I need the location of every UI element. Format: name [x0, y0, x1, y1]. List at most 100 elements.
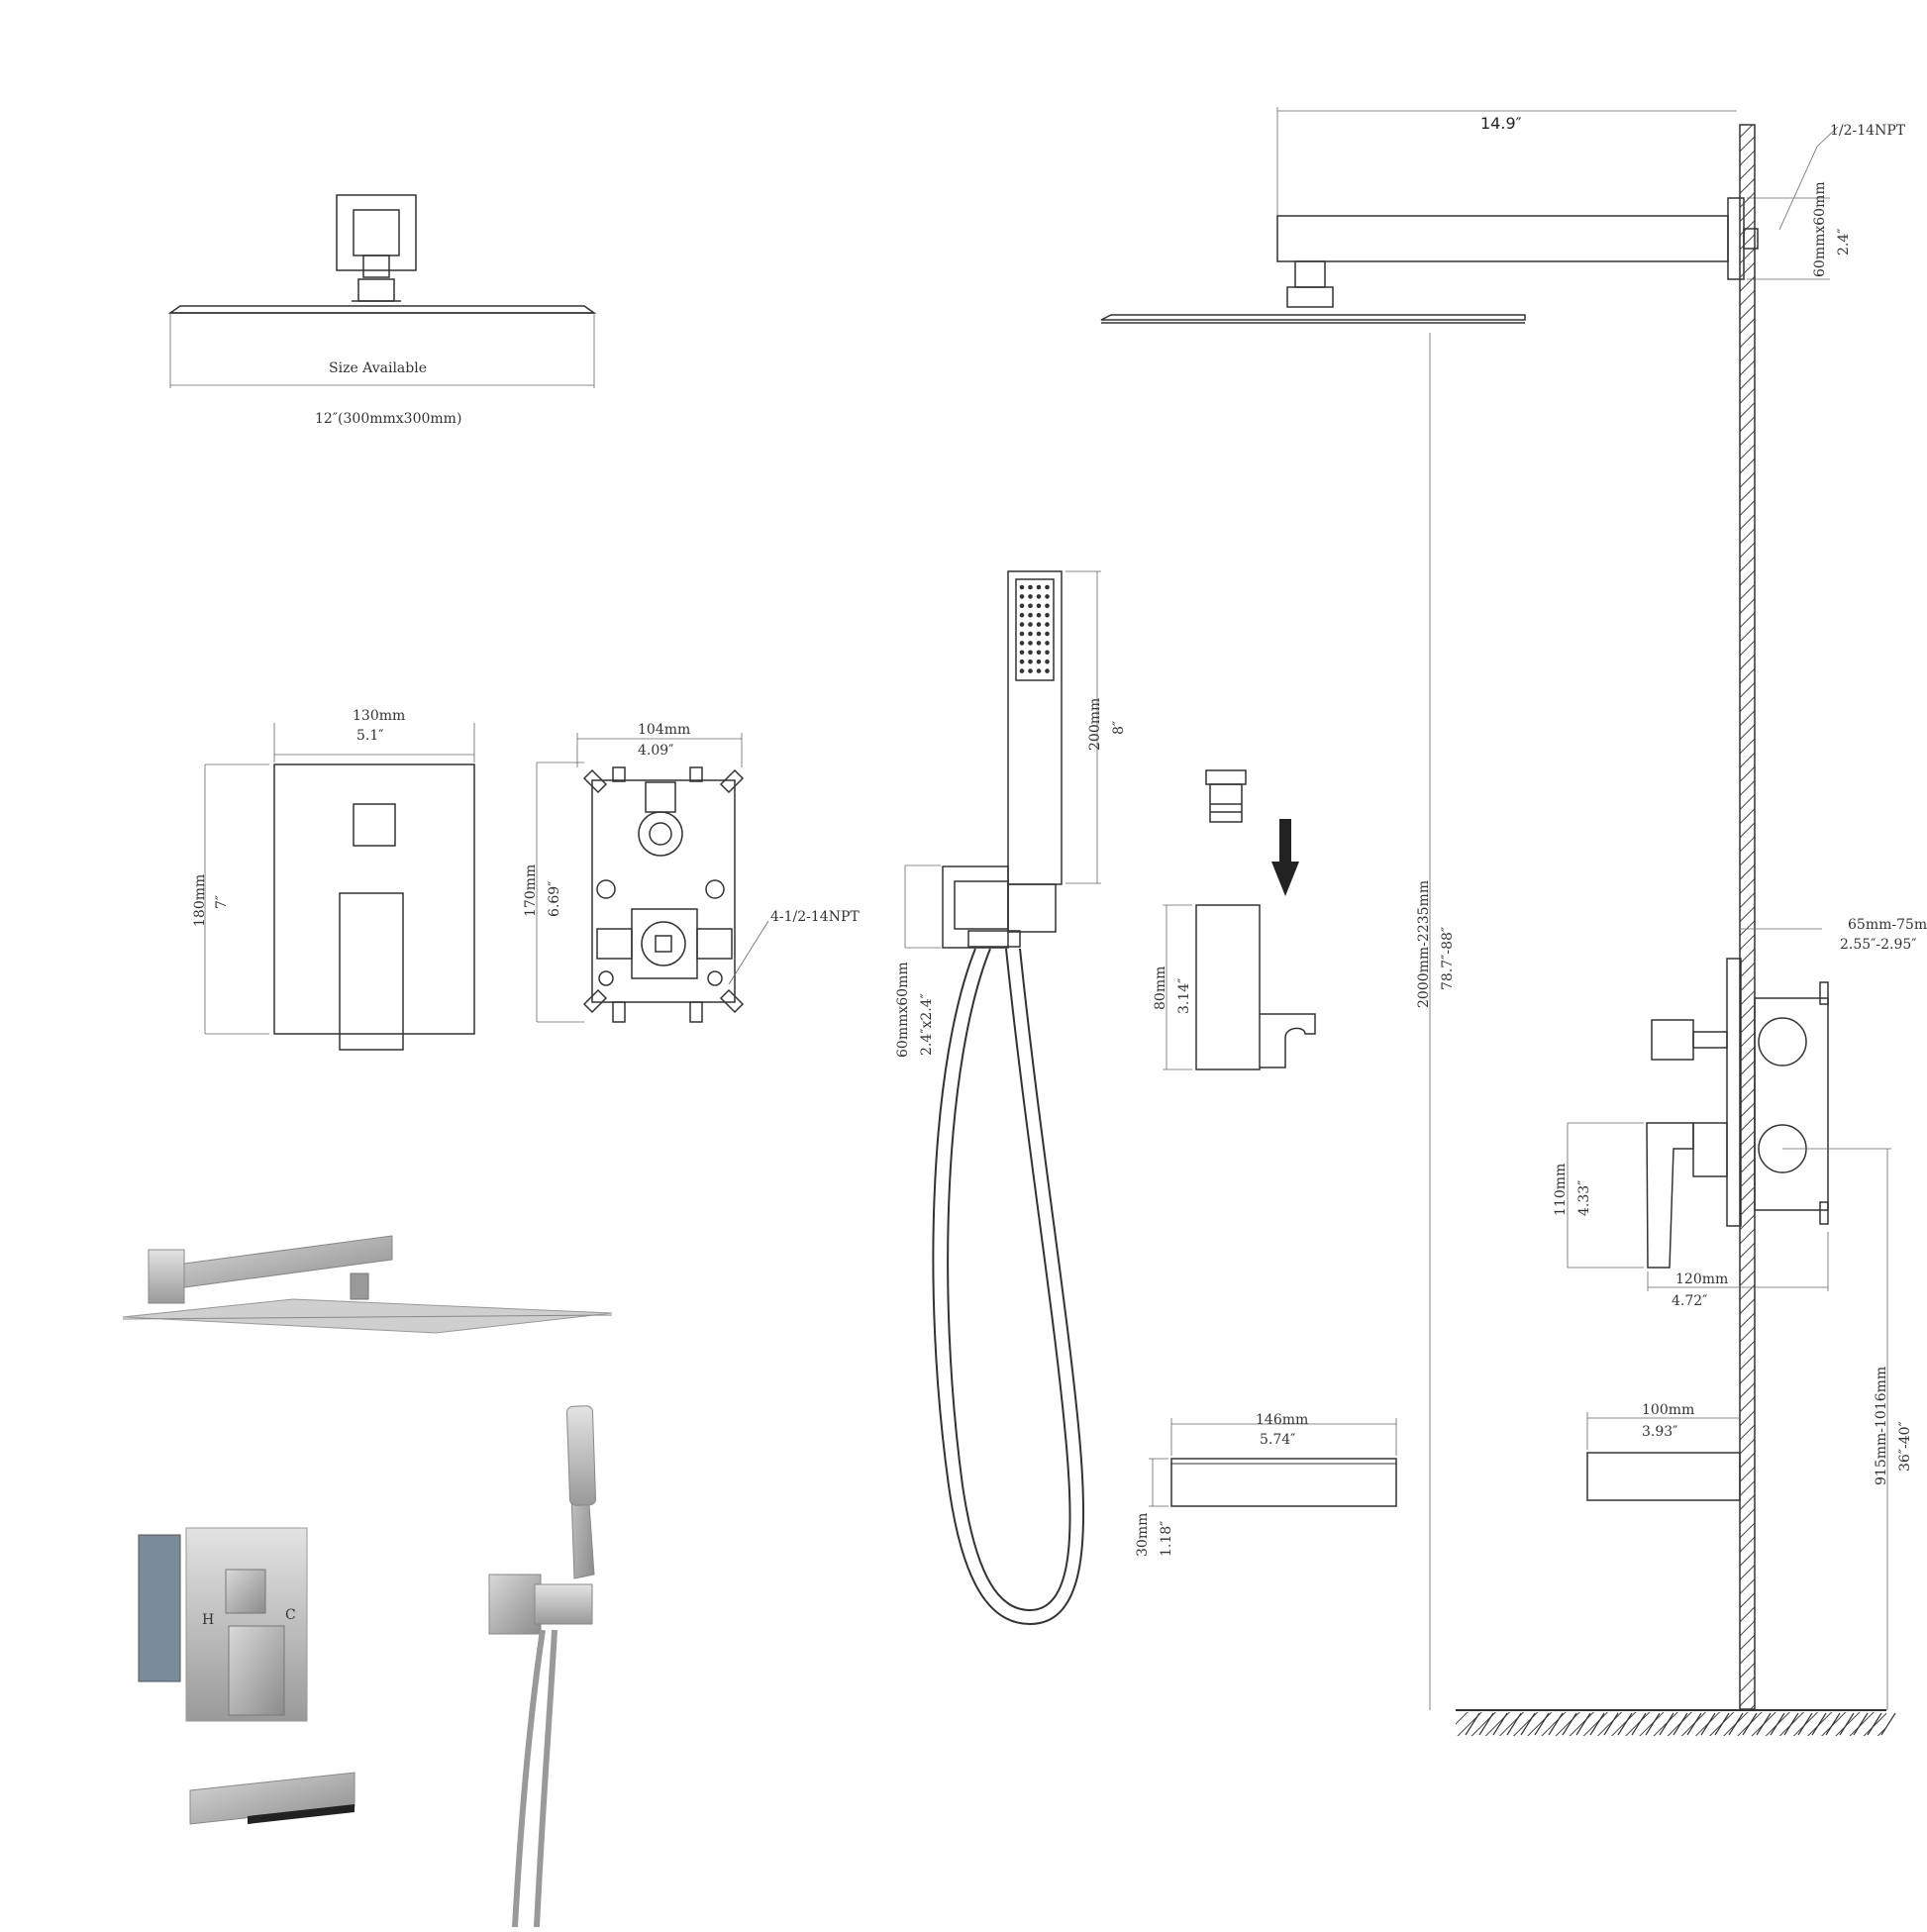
- trim-plate-drawing: [204, 723, 475, 1051]
- spray-dot: [1028, 612, 1033, 618]
- spout-width-in: 5.74″: [1260, 1432, 1295, 1448]
- spout-depth-in: 3.93″: [1642, 1424, 1677, 1440]
- floor-hatch-tick: [1783, 1712, 1799, 1736]
- handheld-shower-render: [488, 1405, 597, 1928]
- valve-side-view: [1567, 928, 1891, 1710]
- spray-dot: [1019, 584, 1025, 590]
- spray-dot: [1045, 584, 1050, 590]
- valve-thread-label: 4-1/2-14NPT: [770, 909, 860, 925]
- floor-hatch-tick: [1575, 1712, 1591, 1736]
- trim-height-in: 7″: [214, 895, 230, 909]
- spout-height-range-mm: 915mm-1016mm: [1874, 1367, 1889, 1485]
- floor-hatch: [1465, 1712, 1896, 1736]
- wall-depth-in: 2.55″-2.95″: [1840, 937, 1917, 953]
- spray-dot: [1036, 584, 1042, 590]
- spray-dot: [1019, 594, 1025, 599]
- shower-arm-side-view: [1100, 107, 1839, 1710]
- spray-dot: [1036, 668, 1042, 673]
- tub-spout-render: [189, 1772, 355, 1825]
- floor-hatch-tick: [1520, 1712, 1536, 1736]
- floor-hatch-tick: [1534, 1712, 1550, 1736]
- arm-length-label: 14.9″: [1480, 114, 1522, 133]
- spray-dot: [1028, 631, 1033, 637]
- floor-hatch-tick: [1562, 1712, 1577, 1736]
- spray-dot: [1045, 641, 1050, 646]
- floor-hatch-tick: [1478, 1712, 1494, 1736]
- handle-depth-mm: 120mm: [1675, 1271, 1728, 1287]
- spray-dot: [1028, 622, 1033, 627]
- valve-width-mm: 104mm: [638, 722, 690, 738]
- trim-width-mm: 130mm: [353, 708, 405, 724]
- cold-marker: C: [285, 1607, 296, 1623]
- spray-dot: [1036, 650, 1042, 656]
- floor-hatch-tick: [1714, 1712, 1730, 1736]
- bracket-height-in: 3.14″: [1176, 978, 1192, 1014]
- shower-head-front-view: [167, 194, 597, 388]
- floor-hatch-tick: [1811, 1712, 1827, 1736]
- spray-dot: [1019, 612, 1025, 618]
- spray-dot: [1036, 603, 1042, 609]
- handheld-spray-dots: [1019, 584, 1050, 673]
- floor-hatch-tick: [1589, 1712, 1605, 1736]
- spout-height-range-in: 36″-40″: [1897, 1421, 1913, 1472]
- size-available-label: Size Available: [329, 360, 427, 376]
- floor-hatch-tick: [1673, 1712, 1688, 1736]
- spray-dot: [1045, 659, 1050, 664]
- spout-depth-mm: 100mm: [1642, 1402, 1694, 1418]
- handle-depth-in: 4.72″: [1672, 1293, 1707, 1309]
- floor-hatch-tick: [1506, 1712, 1522, 1736]
- handle-height-mm: 110mm: [1553, 1164, 1569, 1216]
- floor-hatch-tick: [1645, 1712, 1661, 1736]
- spray-dot: [1045, 612, 1050, 618]
- spray-dot: [1028, 584, 1033, 590]
- spray-dot: [1036, 631, 1042, 637]
- spray-dot: [1019, 622, 1025, 627]
- floor-hatch-tick: [1728, 1712, 1744, 1736]
- spray-dot: [1045, 631, 1050, 637]
- spout-width-mm: 146mm: [1256, 1412, 1308, 1428]
- spray-dot: [1036, 641, 1042, 646]
- wall-bracket-drawing: [1163, 769, 1316, 1070]
- floor-hatch-tick: [1686, 1712, 1702, 1736]
- floor-hatch-tick: [1797, 1712, 1813, 1736]
- spray-dot: [1045, 603, 1050, 609]
- handle-height-in: 4.33″: [1576, 1180, 1592, 1216]
- handheld-height-in: 8″: [1111, 721, 1127, 735]
- spout-height-in: 1.18″: [1159, 1521, 1174, 1557]
- spray-dot: [1019, 603, 1025, 609]
- spray-dot: [1019, 668, 1025, 673]
- shower-height-mm: 2000mm-2235mm: [1416, 880, 1432, 1008]
- trim-kit-render: H C: [138, 1527, 308, 1722]
- floor-hatch-tick: [1700, 1712, 1716, 1736]
- floor-hatch-tick: [1867, 1712, 1882, 1736]
- spray-dot: [1019, 650, 1025, 656]
- valve-height-in: 6.69″: [547, 881, 562, 917]
- floor-hatch-tick: [1880, 1712, 1896, 1736]
- spray-dot: [1045, 668, 1050, 673]
- holder-size-mm: 60mmx60mm: [895, 962, 911, 1058]
- rough-in-valve-drawing: [536, 733, 769, 1023]
- spray-dot: [1028, 668, 1033, 673]
- floor-hatch-tick: [1548, 1712, 1564, 1736]
- floor-hatch-tick: [1756, 1712, 1772, 1736]
- floor-hatch-tick: [1659, 1712, 1674, 1736]
- spray-dot: [1019, 641, 1025, 646]
- spout-height-mm: 30mm: [1135, 1513, 1151, 1557]
- floor-hatch-tick: [1492, 1712, 1508, 1736]
- tub-spout-drawing: [1149, 1418, 1397, 1507]
- floor-hatch-tick: [1465, 1712, 1480, 1736]
- spray-dot: [1045, 594, 1050, 599]
- spray-dot: [1019, 631, 1025, 637]
- holder-size-in: 2.4″x2.4″: [919, 993, 935, 1056]
- flange-mm-label: 60mmx60mm: [1812, 181, 1828, 277]
- floor-hatch-tick: [1603, 1712, 1619, 1736]
- wall-section: [1456, 124, 1886, 1736]
- spray-dot: [1028, 594, 1033, 599]
- spray-dot: [1028, 641, 1033, 646]
- floor-hatch-tick: [1742, 1712, 1758, 1736]
- spray-dot: [1036, 659, 1042, 664]
- handheld-height-mm: 200mm: [1087, 698, 1103, 751]
- head-size-label: 12″(300mmx300mm): [315, 411, 461, 427]
